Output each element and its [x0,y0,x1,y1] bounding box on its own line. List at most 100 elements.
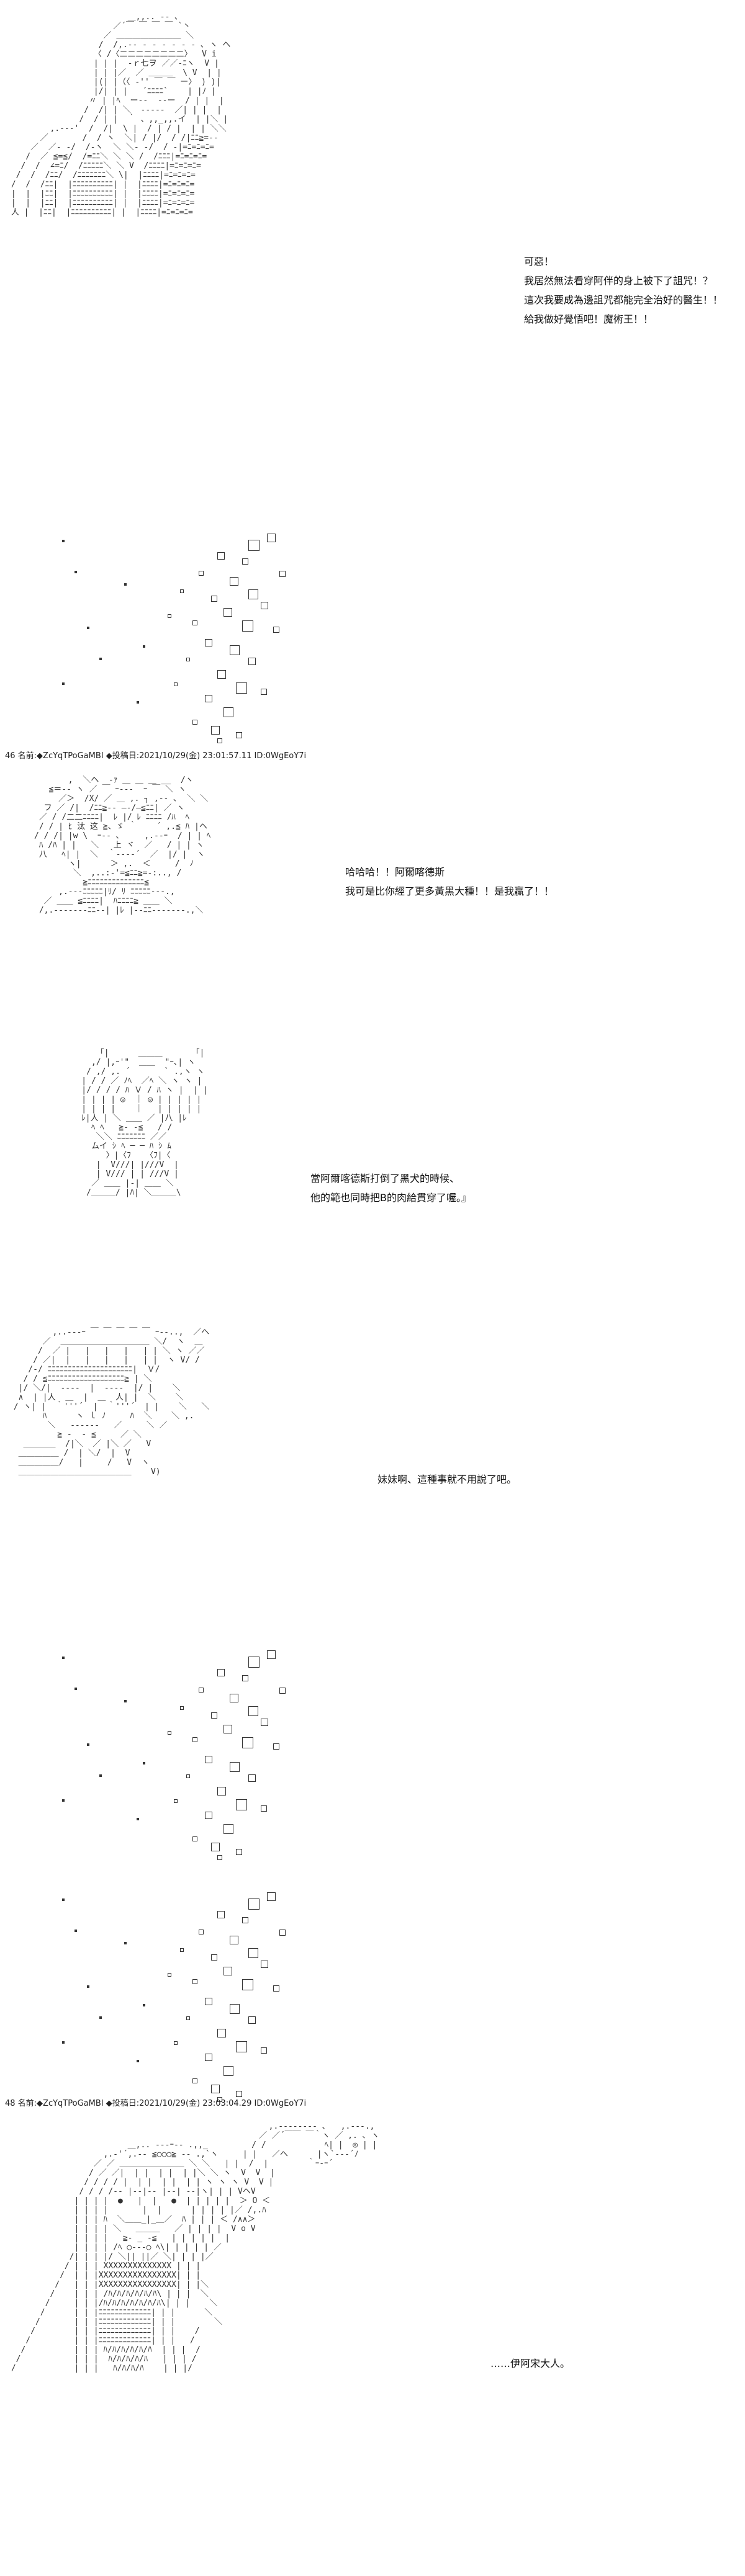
particle-square [248,1657,260,1668]
particle-dot [74,1688,77,1690]
particle-square [261,1719,268,1726]
dialogue-panel-3: 當阿爾喀德斯打倒了黑犬的時候、 他的範也同時把B的肉給貫穿了喔。』 [310,1169,471,1207]
particle-square [267,1892,276,1901]
particle-square [168,1973,171,1977]
particle-square [217,2029,226,2037]
particle-dot [62,2041,65,2044]
post-header-text: 46 名前:◆ZcYqTPoGaMBI ◆投稿日:2021/10/29(金) 2… [5,751,307,761]
particle-dot [143,645,145,648]
particle-cluster-3 [62,1892,286,2102]
particle-square [230,2004,240,2014]
panel-3: 「| ＿＿＿ 「| ,/ |,ｰ'" ＿＿ "ｰ､| ヽ / ,/ ,. ´ `… [0,1042,745,1315]
particle-square [199,571,204,576]
particle-dot [137,1818,139,1820]
panel-6 [0,1886,745,2109]
panel-7: ,.-‐‐‐‐‐‐- ､ ,.-‐-., ／ ／´￣￣ ￣｀ヽ ／ ,. ､ ヽ… [0,2109,745,2576]
particle-square [230,1694,238,1702]
dialogue-line: 可惡！ [524,256,554,267]
particle-square [248,589,258,599]
particle-square [217,1855,222,1860]
ascii-art-figure-4: ,..-‐‐ｰ ￣ ￣ ￣ ￣ ￣ ｰ‐‐.., ／ヘ ／ ＿＿＿＿＿＿＿＿＿＿… [13,1328,210,1477]
particle-square [224,1824,233,1834]
particle-square [192,620,197,625]
particle-dot [124,1700,127,1702]
particle-dot [143,1762,145,1764]
dialogue-panel-2: 哈哈哈！！阿爾喀德斯 我可是比你經了更多黃黑大種！！是我贏了！！ [345,862,554,901]
particle-dot [99,658,102,660]
particle-square [261,2047,267,2054]
dialogue-panel-4: 妹妹啊、這種事就不用說了吧。 [377,1470,517,1489]
particle-square [236,2041,247,2052]
dialogue-line: 哈哈哈！！阿爾喀德斯 [345,866,445,878]
post-header-48: 48 名前:◆ZcYqTPoGaMBI ◆投稿日:2021/10/29(金) 2… [5,2096,306,2108]
particle-square [192,1836,197,1841]
particle-dot [137,2060,139,2062]
particle-square [236,1799,247,1810]
dialogue-panel-1: 可惡！ 我居然無法看穿阿伴的身上被下了詛咒！？ 這次我要成為邊詛咒都能完全治好的… [524,252,723,329]
particle-dot [124,583,127,586]
particle-square [279,1688,286,1694]
particle-square [174,682,178,686]
dialogue-line: 我可是比你經了更多黃黑大種！！是我贏了！！ [345,885,554,897]
particle-square [186,2016,190,2020]
particle-square [217,2097,222,2102]
particle-dot [87,1743,89,1746]
particle-cluster-1 [62,534,286,743]
particle-square [224,1967,232,1975]
particle-square [230,645,240,655]
particle-dot [87,1985,89,1988]
particle-square [224,2066,233,2076]
particle-square [248,658,256,665]
particle-cluster-2 [62,1650,286,1860]
particle-square [242,1917,248,1923]
dialogue-line: 這次我要成為邊詛咒都能完全治好的醫生！！ [524,294,723,306]
dialogue-line: 他的範也同時把B的肉給貫穿了喔。』 [310,1192,471,1204]
particle-square [236,682,247,694]
particle-square [211,1843,220,1851]
particle-square [279,571,286,577]
particle-square [186,658,190,661]
particle-dot [62,1657,65,1659]
particle-square [211,1712,217,1719]
particle-square [192,2078,197,2083]
particle-dot [74,571,77,573]
particle-dot [99,1774,102,1777]
particle-square [180,1948,184,1952]
particle-square [174,1799,178,1803]
particle-square [248,1898,260,1910]
particle-square [224,608,232,617]
particle-square [242,558,248,565]
particle-square [248,1774,256,1782]
post-header-text: 48 名前:◆ZcYqTPoGaMBI ◆投稿日:2021/10/29(金) 2… [5,2099,307,2108]
particle-square [230,1936,238,1944]
particle-square [199,1930,204,1934]
particle-square [273,627,279,633]
particle-dot [137,701,139,704]
particle-square [174,2041,178,2045]
particle-square [211,726,220,735]
post-header-46: 46 名前:◆ZcYqTPoGaMBI ◆投稿日:2021/10/29(金) 2… [5,749,306,761]
dialogue-line: 我居然無法看穿阿伴的身上被下了詛咒！？ [524,275,713,287]
particle-square [180,1706,184,1710]
dialogue-line: 給我做好覺悟吧！魔術王！！ [524,313,654,325]
particle-square [236,2091,242,2097]
particle-square [205,1998,212,2005]
panel-4: ,..-‐‐ｰ ￣ ￣ ￣ ￣ ￣ ｰ‐‐.., ／ヘ ／ ＿＿＿＿＿＿＿＿＿＿… [0,1315,745,1626]
particle-square [217,670,226,679]
particle-square [248,540,260,551]
particle-square [205,1812,212,1819]
particle-square [230,1762,240,1772]
particle-square [217,738,222,743]
particle-square [261,689,267,695]
particle-square [217,1911,225,1918]
particle-square [168,1731,171,1735]
particle-square [224,707,233,717]
particle-square [242,1675,248,1681]
particle-square [267,534,276,542]
dialogue-line: 妹妹啊、這種事就不用說了吧。 [377,1474,517,1485]
particle-square [192,1979,197,1984]
particle-square [211,596,217,602]
particle-square [248,1706,258,1716]
particle-square [205,1756,212,1763]
particle-square [242,620,253,632]
